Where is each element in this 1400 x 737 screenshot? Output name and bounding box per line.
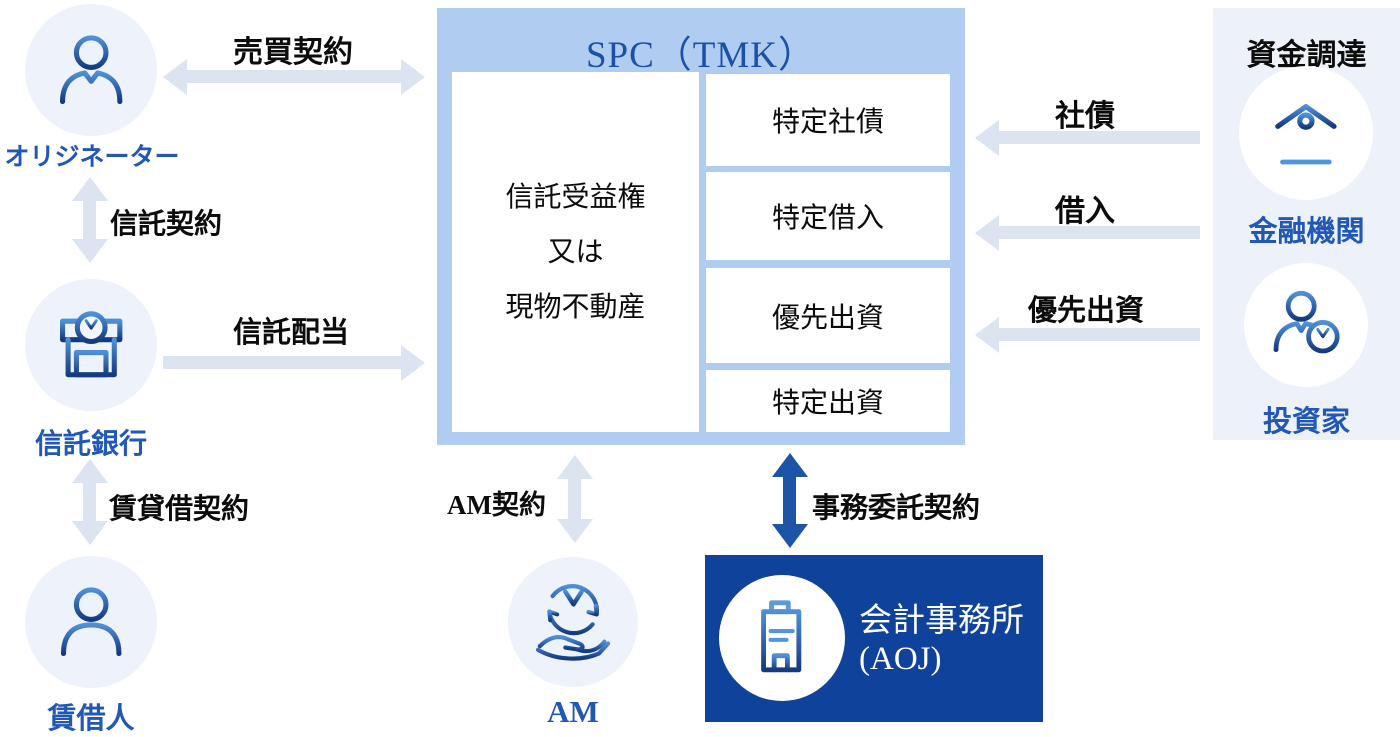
bank-label: 金融機関 [1248, 216, 1365, 248]
asset-line: 又は [547, 236, 604, 268]
investor-node [1244, 263, 1368, 387]
originator-person-icon [59, 35, 123, 104]
accounting-circle [719, 575, 845, 701]
preferred-label: 優先出資 [1028, 295, 1145, 327]
originator-node [25, 4, 157, 136]
liability-box-bond: 特定社債 [706, 74, 950, 166]
liability-box-loan: 特定借入 [706, 172, 950, 260]
trust-bank-label: 信託銀行 [34, 429, 147, 460]
trust-contract-label: 信託契約 [110, 209, 223, 240]
loan-label: 借入 [1055, 195, 1115, 228]
funding-panel: 資金調達 金融機関 [1213, 8, 1400, 440]
accounting-name: 会計事務所 [859, 603, 1024, 639]
trust-bank-building-icon [59, 311, 123, 378]
accounting-sub: (AOJ) [859, 641, 942, 677]
spc-tmk-box: SPC（TMK） 信託受益権 又は 現物不動産 特定社債 特定借入 優先出資 特… [437, 8, 965, 445]
bank-node [1239, 66, 1373, 200]
trust-bank-node [25, 279, 157, 411]
asset-line: 信託受益権 [505, 181, 646, 213]
liability-box-specified: 特定出資 [706, 370, 950, 432]
asset-line: 現物不動産 [505, 291, 646, 323]
spc-asset-box: 信託受益権 又は 現物不動産 [452, 72, 699, 432]
lessee-person-icon [60, 587, 122, 656]
am-hand-yen-icon [535, 583, 610, 661]
lease-contract-label: 賃貸借契約 [109, 494, 250, 525]
spc-title: SPC（TMK） [585, 35, 817, 76]
sale-contract-label: 売買契約 [233, 36, 353, 69]
accounting-office-box: 会計事務所 (AOJ) [705, 555, 1043, 722]
admin-contract-label: 事務委託契約 [812, 493, 981, 524]
office-building-icon [761, 600, 802, 673]
lessee-node [25, 556, 157, 688]
liability-box-preferred: 優先出資 [706, 268, 950, 363]
lessee-label: 賃借人 [47, 703, 135, 735]
bond-label: 社債 [1055, 100, 1115, 133]
investor-label: 投資家 [1262, 406, 1350, 438]
trust-dividend-label: 信託配当 [233, 317, 350, 349]
investor-person-yen-icon [1273, 290, 1340, 353]
bank-building-icon [1275, 104, 1337, 165]
originator-label: オリジネーター [4, 144, 180, 171]
am-node [508, 557, 638, 687]
am-contract-label: AM契約 [447, 490, 546, 520]
am-label: AM [547, 694, 599, 729]
